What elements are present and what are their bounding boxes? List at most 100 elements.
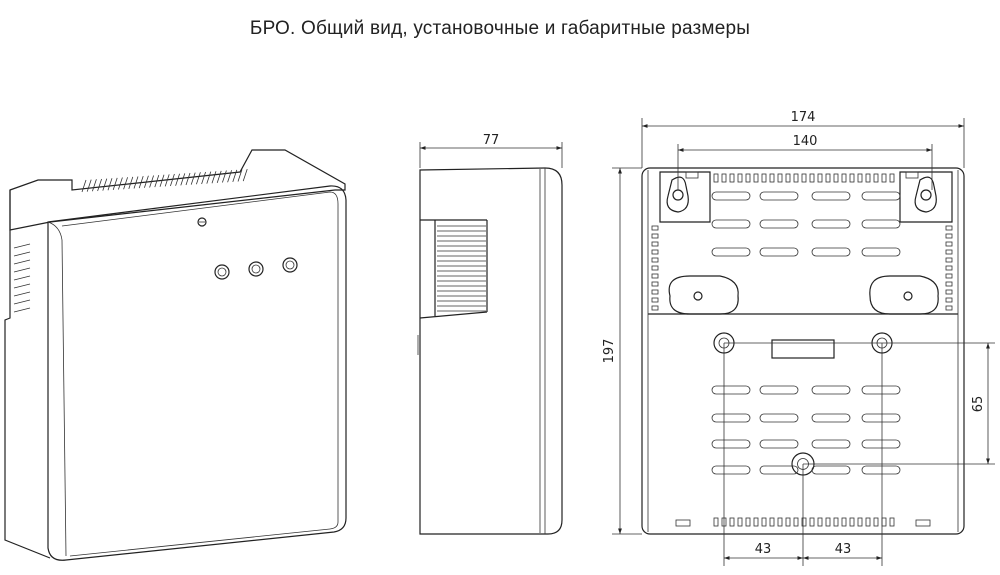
vent-line — [180, 173, 186, 186]
slot — [711, 439, 751, 449]
vent-tooth — [889, 173, 895, 183]
vent-line — [222, 170, 227, 183]
dim-width: 174 — [791, 110, 816, 125]
vent-slots — [711, 191, 901, 475]
top-vents-iso — [81, 169, 248, 193]
vent-tooth — [785, 173, 791, 183]
vent-tooth — [651, 257, 659, 263]
vent-tooth — [881, 517, 887, 527]
vent-tooth — [769, 517, 775, 527]
vent-tooth — [865, 173, 871, 183]
dim-hole-left: 43 — [755, 542, 772, 557]
vent-tooth — [753, 173, 759, 183]
vent-tooth — [737, 517, 743, 527]
slot — [811, 191, 851, 201]
slot — [811, 247, 851, 257]
slot — [759, 219, 799, 229]
slot — [811, 385, 851, 395]
vent-tooth — [809, 173, 815, 183]
vent-line — [154, 174, 160, 188]
vent-tooth — [865, 517, 871, 527]
vent-line — [149, 175, 154, 188]
vent-tooth — [801, 517, 807, 527]
slot — [759, 191, 799, 201]
vent-tooth — [857, 173, 863, 183]
vent-tooth — [777, 517, 783, 527]
slot — [861, 465, 901, 475]
vent-tooth — [753, 517, 759, 527]
isometric-view — [4, 149, 347, 561]
vent-tooth — [945, 257, 953, 263]
dim-hole-right: 43 — [835, 542, 852, 557]
vent-tooth — [651, 249, 659, 255]
slot — [759, 385, 799, 395]
slot — [811, 465, 851, 475]
vent-line — [170, 173, 175, 187]
vent-tooth — [729, 517, 735, 527]
slot — [711, 219, 751, 229]
slot — [811, 439, 851, 449]
vent-line — [211, 171, 217, 184]
slot — [711, 385, 751, 395]
back-view: 174 140 197 65 43 43 — [602, 110, 995, 566]
slot — [711, 247, 751, 257]
vent-tooth — [849, 173, 855, 183]
vent-tooth — [651, 225, 659, 231]
vent-line — [92, 179, 97, 192]
vent-line — [81, 179, 87, 193]
vent-tooth — [857, 517, 863, 527]
vent-line — [138, 176, 144, 189]
vent-tooth — [841, 517, 847, 527]
slot — [861, 385, 901, 395]
vent-line — [107, 178, 113, 191]
vent-tooth — [945, 225, 953, 231]
vent-line — [175, 173, 180, 186]
vent-tooth — [769, 173, 775, 183]
vent-line — [190, 172, 196, 185]
vent-line — [216, 170, 222, 184]
slot — [759, 413, 799, 423]
vent-line — [237, 169, 243, 182]
vent-line — [118, 177, 123, 190]
vent-line — [164, 174, 170, 187]
vent-tooth — [945, 249, 953, 255]
vent-tooth — [793, 517, 799, 527]
vent-tooth — [761, 173, 767, 183]
slot — [861, 413, 901, 423]
vent-tooth — [721, 173, 727, 183]
vent-tooth — [889, 517, 895, 527]
side-fins — [437, 225, 486, 312]
vent-tooth — [945, 273, 953, 279]
vent-line — [159, 174, 165, 187]
vent-tooth — [833, 517, 839, 527]
dim-mount-span: 140 — [793, 134, 818, 149]
vent-line — [144, 175, 149, 188]
vent-tooth — [945, 289, 953, 295]
vent-tooth — [873, 517, 879, 527]
vent-tooth — [873, 173, 879, 183]
slot — [811, 413, 851, 423]
vent-tooth — [651, 297, 659, 303]
vent-tooth — [651, 305, 659, 311]
vent-line — [123, 177, 128, 190]
vent-tooth — [713, 173, 719, 183]
vent-line — [185, 172, 191, 186]
vent-tooth — [833, 173, 839, 183]
vent-line — [133, 176, 139, 189]
vent-tooth — [651, 289, 659, 295]
vent-line — [112, 177, 118, 191]
vent-line — [86, 179, 92, 192]
vent-tooth — [785, 517, 791, 527]
vent-tooth — [737, 173, 743, 183]
vent-tooth — [713, 517, 719, 527]
vent-tooth — [651, 233, 659, 239]
vent-tooth — [651, 241, 659, 247]
vent-line — [227, 170, 232, 183]
dim-hole-vertical: 65 — [971, 396, 986, 413]
edge-vents — [651, 173, 953, 527]
vent-tooth — [651, 273, 659, 279]
vent-tooth — [801, 173, 807, 183]
vent-line — [102, 178, 108, 191]
side-vents-iso — [13, 243, 31, 313]
vent-line — [97, 178, 102, 192]
